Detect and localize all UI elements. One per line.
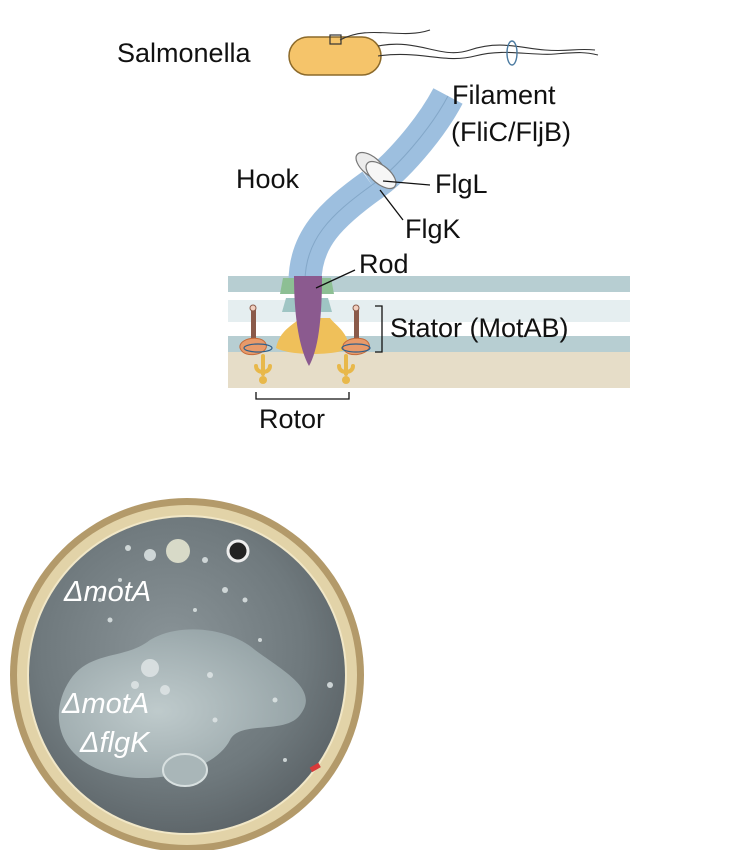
stator-bracket xyxy=(375,305,383,353)
strain-label-2-line1: ΔmotA xyxy=(61,688,149,720)
cell-flagella xyxy=(339,29,599,60)
c-ring-right-cup xyxy=(337,364,355,374)
stator-left-rotation-icon xyxy=(243,343,273,353)
flgk-leader xyxy=(379,189,404,221)
stator-label: Stator (MotAB) xyxy=(390,313,569,343)
salmonella-cell xyxy=(288,29,599,76)
stator-left-stalk xyxy=(251,308,256,340)
cell-body xyxy=(288,36,382,76)
outer-gap xyxy=(228,292,630,300)
flgl-leader xyxy=(382,180,431,186)
stator-right-stalk xyxy=(354,308,359,340)
filament-proteins-label: (FliC/FljB) xyxy=(451,117,571,147)
rod-leader xyxy=(315,269,356,289)
stator-right-motA xyxy=(342,337,370,356)
plate-marker xyxy=(309,762,321,773)
cell-envelope xyxy=(228,276,630,388)
motA-colony xyxy=(166,539,190,563)
basal-body xyxy=(276,276,350,366)
flgk-label: FlgK xyxy=(405,214,461,244)
organism-label: Salmonella xyxy=(117,38,252,68)
center-colony xyxy=(162,753,208,787)
rod-label: Rod xyxy=(359,249,409,279)
strain-label-2-line2: ΔflgK xyxy=(79,727,151,759)
hook-label: Hook xyxy=(236,164,300,194)
c-ring-left-cup xyxy=(254,364,272,374)
c-ring xyxy=(254,354,355,384)
rotor-label: Rotor xyxy=(259,404,325,434)
rotation-arrow-icon xyxy=(506,40,518,66)
hook-outline xyxy=(304,95,449,283)
swarm-colony xyxy=(58,629,306,779)
stator-right-rotation-icon xyxy=(341,343,371,353)
rod xyxy=(294,276,322,366)
strain-label-1: ΔmotA xyxy=(63,576,151,608)
petri-plate xyxy=(10,498,364,850)
stator-left xyxy=(239,304,273,356)
cytoplasm xyxy=(228,352,630,388)
bubbles xyxy=(98,545,333,762)
stator-right xyxy=(341,304,371,356)
filament-label: Filament xyxy=(452,80,556,110)
flgl-label: FlgL xyxy=(435,169,488,199)
bubble-dark xyxy=(226,539,250,563)
rotor-bracket xyxy=(255,392,350,400)
